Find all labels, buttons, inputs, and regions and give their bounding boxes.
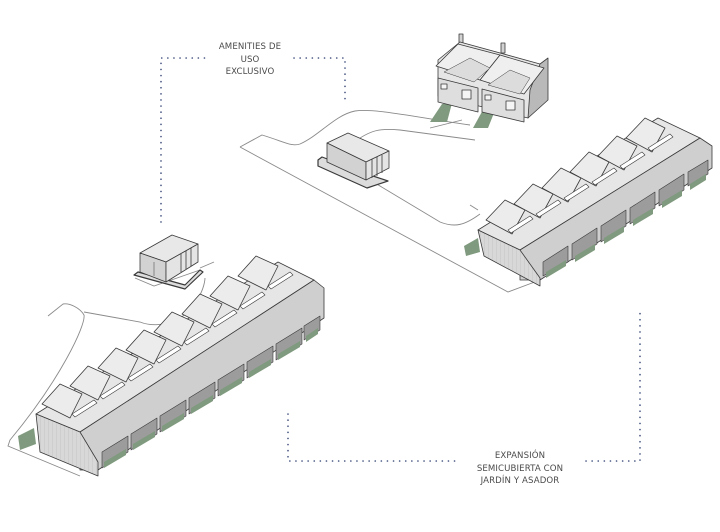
annotation-expansion-line-1: EXPANSIÓN: [494, 451, 546, 461]
annotation-amenities-line-1: AMENITIES DE: [218, 42, 282, 52]
site-outline-upper: [239, 110, 541, 293]
row-houses-right: [464, 117, 713, 287]
annotation-expansion-label: EXPANSIÓN SEMICUBIERTA CON JARDÍN Y ASAD…: [464, 450, 576, 488]
amenity-pavilion-upper: [317, 132, 390, 189]
callout-expansion-lines: [287, 311, 641, 462]
amenity-pavilion-lower: [133, 234, 204, 290]
callout-amenities-lines: [160, 57, 346, 223]
annotation-amenities-line-2: USO: [240, 54, 260, 65]
annotation-amenities-line-3: EXCLUSIVO: [225, 67, 275, 77]
row-houses-left: [18, 255, 325, 477]
annotation-expansion-line-2: SEMICUBIERTA CON: [476, 463, 564, 474]
annotation-amenities-label: AMENITIES DE USO EXCLUSIVO: [212, 41, 288, 79]
duplex-house: [430, 33, 549, 128]
annotation-expansion-line-3: JARDÍN Y ASADOR: [480, 476, 560, 486]
